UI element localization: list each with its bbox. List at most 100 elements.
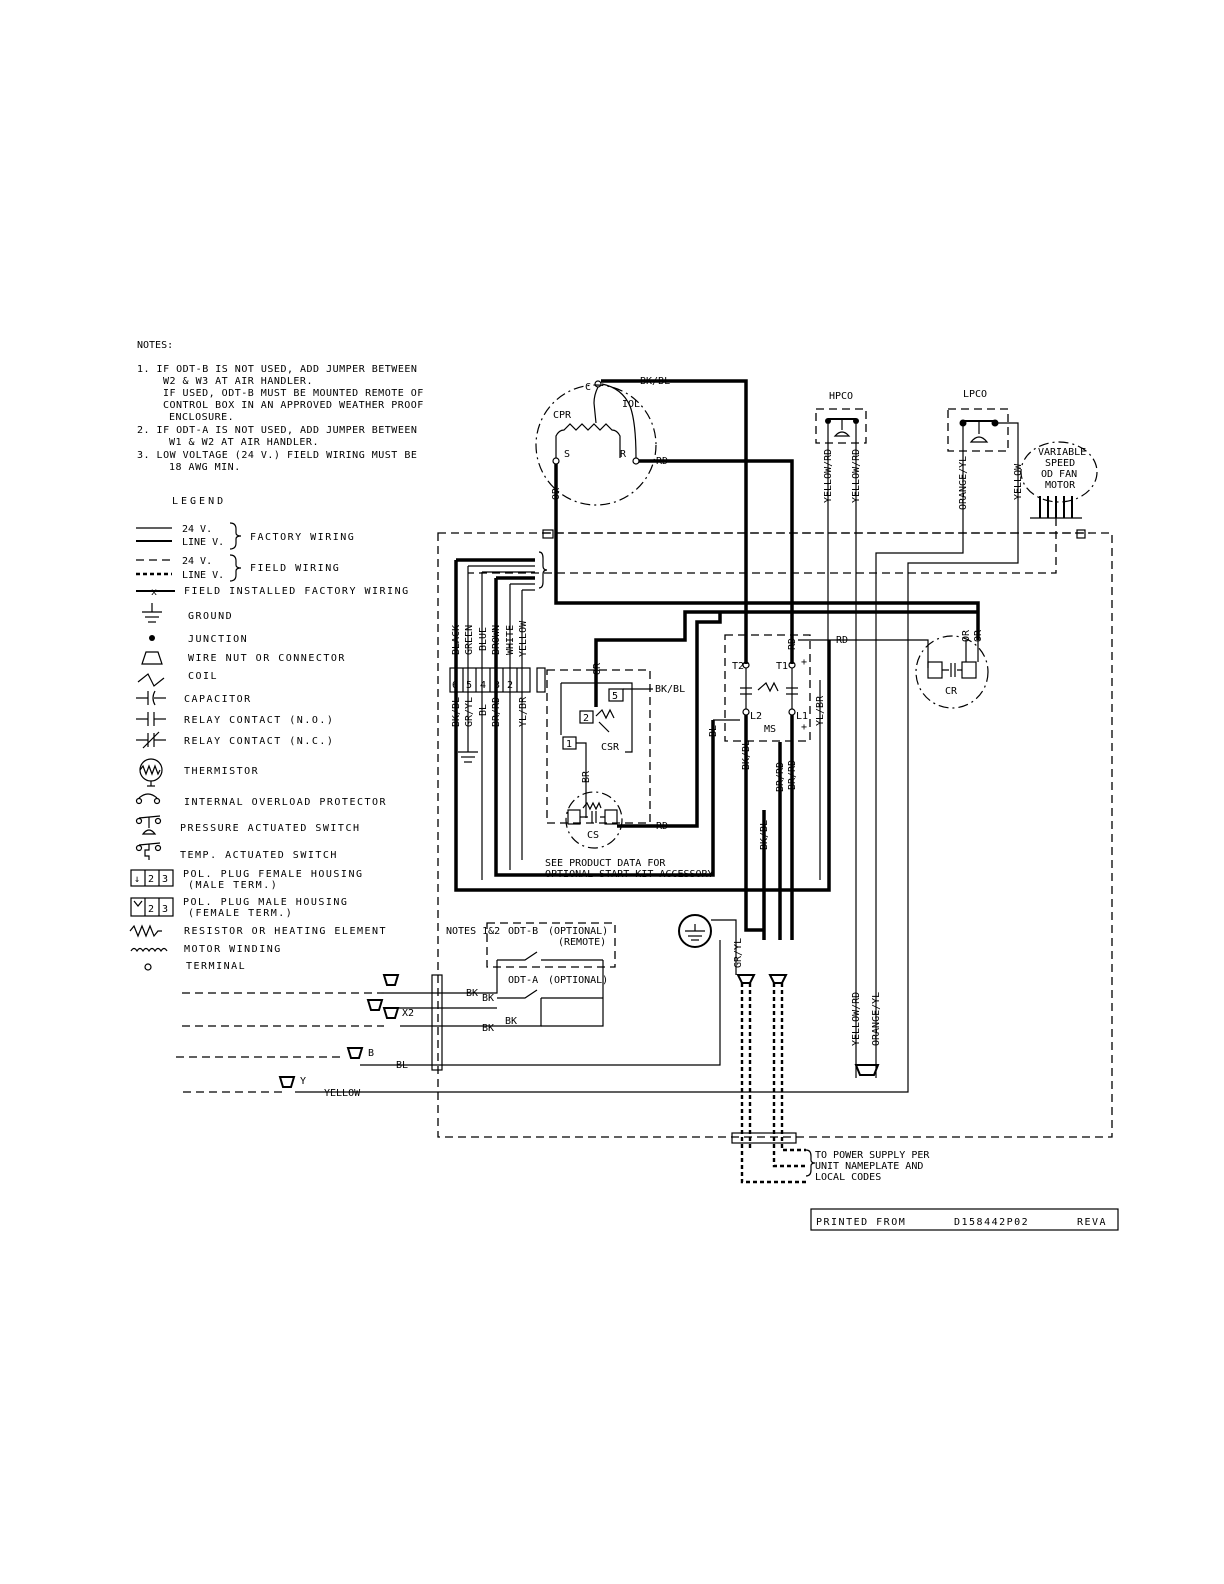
contactor-ms: T2 T1 L2 L1 MS + + <box>724 634 811 742</box>
wire-label: BK <box>482 993 494 1004</box>
csr-label: CSR <box>601 742 620 753</box>
doc-number: D158442P02 <box>954 1217 1029 1228</box>
plug-pin-label: 2 <box>507 680 513 691</box>
variable-speed-motor: VARIABLE SPEED OD FAN MOTOR <box>1020 441 1098 519</box>
t2-label: T2 <box>732 661 744 672</box>
wire-label: BK/BL <box>640 376 670 387</box>
wire-gryl <box>711 919 737 975</box>
motor-label: MOTOR <box>1045 480 1076 491</box>
power-supply-note: TO POWER SUPPLY PER <box>815 1150 930 1161</box>
s-terminal-label: S <box>564 449 570 460</box>
wire-label: Y <box>300 1076 306 1087</box>
factory-line-label: LINE V. <box>182 537 224 548</box>
overload-protector-icon <box>135 793 161 805</box>
cpr-label: CPR <box>553 410 572 421</box>
legend-sublabel: (MALE TERM.) <box>188 880 278 891</box>
legend-item-label: POL. PLUG FEMALE HOUSING <box>183 869 364 880</box>
wire-rd-r <box>639 459 794 664</box>
start-kit-note: OPTIONAL START KIT ACCESSORY <box>545 869 714 880</box>
printed-from-box: PRINTED FROM D158442P02 REVA <box>810 1208 1119 1231</box>
ground-icon <box>142 603 162 623</box>
wire-label: BK <box>466 988 478 999</box>
t1-label: T1 <box>776 661 788 672</box>
motor-label: SPEED <box>1045 458 1075 469</box>
note-line: 2. IF ODT-A IS NOT USED, ADD JUMPER BETW… <box>137 425 417 436</box>
field-line-label: LINE V. <box>182 570 224 581</box>
wire-label: WHITE <box>505 625 516 655</box>
wire-rd-csr <box>617 612 722 828</box>
odt-box: NOTES 1&2 ODT-B (OPTIONAL) (REMOTE) ODT-… <box>446 922 616 999</box>
wire-label: BK <box>482 1023 494 1034</box>
low-voltage-wiring: BK BK BK BK X2 B BL Y YELLOW <box>176 940 721 1099</box>
plug-pin-label: 3 <box>494 680 500 691</box>
motor-winding-icon <box>130 947 168 953</box>
svg-text:3: 3 <box>162 904 168 915</box>
wire-label: OR <box>592 662 603 675</box>
legend-sublabel: (FEMALE TERM.) <box>188 908 293 919</box>
wire-label: YL/BR <box>518 696 529 727</box>
svg-text:2: 2 <box>148 904 154 915</box>
wire-label: BR/RD <box>491 697 502 727</box>
wire-power-1 <box>740 983 806 1184</box>
legend-title: LEGEND <box>172 496 226 507</box>
note-line: 18 AWG MIN. <box>169 462 241 473</box>
power-supply-note: LOCAL CODES <box>815 1172 881 1183</box>
ms-label: MS <box>764 724 776 735</box>
svg-text:3: 3 <box>162 874 168 885</box>
wire-label: YELLOW/RD <box>851 449 862 503</box>
plug-pin-label: 5 <box>466 680 472 691</box>
wire-label: BR <box>581 770 592 783</box>
outdoor-connector <box>854 1064 880 1076</box>
wire-label: GR/YL <box>733 938 744 968</box>
r-terminal-label: R <box>620 449 627 460</box>
notes12-label: NOTES 1&2 <box>446 926 500 937</box>
wire-label: BK/BL <box>759 820 770 850</box>
wire-label: GREEN <box>464 625 475 655</box>
revision: REVA <box>1077 1217 1107 1228</box>
motor-label: OD FAN <box>1041 469 1077 480</box>
note-line: 3. LOW VOLTAGE (24 V.) FIELD WIRING MUST… <box>137 450 417 461</box>
wire-label: BLUE <box>478 627 489 651</box>
field-24v-label: 24 V. <box>182 556 212 567</box>
legend-item-label: INTERNAL OVERLOAD PROTECTOR <box>184 797 387 808</box>
wire-black <box>454 558 831 892</box>
note-line: W1 & W2 AT AIR HANDLER. <box>169 437 319 448</box>
lpco-switch: LPCO <box>947 389 1019 520</box>
plug-pin-label: 4 <box>480 680 486 691</box>
legend-item-label: WIRE NUT OR CONNECTOR <box>188 653 346 664</box>
capacitor-cr: CR <box>915 635 989 709</box>
wire-label: YL/BR <box>815 695 826 726</box>
power-connectors <box>736 974 788 984</box>
fan-harness: BLACK GREEN BLUE BROWN WHITE YELLOW 6 5 … <box>449 551 831 892</box>
wire-label: RD <box>787 638 798 650</box>
notes-block: NOTES: 1. IF ODT-B IS NOT USED, ADD JUMP… <box>137 340 424 473</box>
hpco-switch: HPCO <box>815 391 867 444</box>
legend-item-label: GROUND <box>188 611 233 622</box>
power-supply-note: UNIT NAMEPLATE AND <box>815 1161 923 1172</box>
wire-label: ORANGE/YL <box>871 992 882 1046</box>
wire-orange-yl <box>875 451 964 1078</box>
c-terminal-label: C <box>585 382 591 393</box>
note-line: 1. IF ODT-B IS NOT USED, ADD JUMPER BETW… <box>137 364 417 375</box>
legend-item-label: CAPACITOR <box>184 694 252 705</box>
svg-text:2: 2 <box>148 874 154 885</box>
legend-item-label: MOTOR WINDING <box>184 944 282 955</box>
wire-label: GR/YL <box>464 697 475 727</box>
note-line: IF USED, ODT-B MUST BE MOUNTED REMOTE OF <box>163 388 424 399</box>
wire-power-4 <box>780 983 806 1152</box>
legend-item-label: TERMINAL <box>186 961 246 972</box>
temp-switch-icon <box>135 842 162 860</box>
wire-green <box>467 565 535 740</box>
connector-icon <box>1076 529 1086 539</box>
l2-label: L2 <box>750 711 762 722</box>
wire-nut-icon <box>141 651 163 665</box>
wire-label: BROWN <box>491 625 502 655</box>
svg-text:↓: ↓ <box>134 874 140 885</box>
wire-label: YELLOW/RD <box>851 992 862 1046</box>
wire-label: RD <box>836 635 848 646</box>
brace-icon <box>229 522 242 550</box>
csr-terminal-5: 5 <box>612 691 618 702</box>
legend-item-label: TEMP. ACTUATED SWITCH <box>180 850 338 861</box>
odt-b-label: ODT-B <box>508 926 538 937</box>
legend: LEGEND 24 V. LINE V. FACTORY WIRING 24 V… <box>129 496 408 972</box>
